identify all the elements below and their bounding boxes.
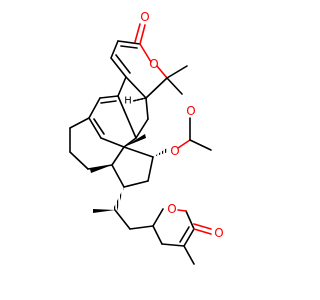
hash-acetate <box>153 148 168 157</box>
bond-cp4 <box>123 146 154 158</box>
bond-pyr-5 <box>185 210 195 230</box>
bond-pyr-methyl <box>183 245 195 265</box>
bond-pyr-4-double <box>179 226 190 243</box>
lactone-ring <box>110 23 188 99</box>
dihydropyranone-ring <box>152 208 212 265</box>
stereo-h-label-top: H <box>124 96 132 107</box>
cyclopentane-ring <box>90 134 154 188</box>
bond-ring-b3 <box>123 109 137 139</box>
bond-pyr-1 <box>152 208 164 227</box>
bond-ring-c5 <box>111 146 125 166</box>
bond-ring-a1-double <box>100 100 117 104</box>
ring-oxygen-label: O <box>149 57 158 71</box>
molecule-structure: O O H <box>69 10 224 265</box>
bond-o-acetyl <box>177 139 191 149</box>
bond-pyr-4 <box>183 228 195 247</box>
bond-ch-co <box>117 40 141 45</box>
bond-alkene-ch-double <box>115 54 131 74</box>
bond-ch-ch-lactone <box>110 40 119 59</box>
bond-cme2-ch <box>145 77 168 99</box>
wedge-methyl-cp-top <box>124 134 146 147</box>
wedge-methyl-cp-left <box>90 165 112 173</box>
wedge-side-methyl <box>93 209 115 213</box>
bond-carbonyl-2 <box>134 23 141 43</box>
bond-acetyl-c <box>189 139 212 151</box>
bond-ch-c-alkene <box>125 76 147 99</box>
bond-pyr-2 <box>152 225 163 245</box>
bond-ring-b2 <box>135 118 149 139</box>
bond-ring-b5 <box>123 137 137 148</box>
acetate-group <box>153 117 212 157</box>
bond-ring-a3 <box>88 117 102 139</box>
bond-pyr-o-ring <box>177 209 187 212</box>
bond-alkene-ch <box>110 57 127 78</box>
bond-ring-a4 <box>117 95 125 111</box>
bond-pyr-carbonyl-2 <box>193 223 212 230</box>
bond-cp2 <box>123 180 149 188</box>
bond-methyl-b <box>166 77 183 95</box>
bond-ring-c4 <box>87 164 113 170</box>
bond-ring-b4 <box>100 137 125 148</box>
hash-side-chain <box>113 187 124 211</box>
pyranone-ring-oxygen-label: O <box>167 202 176 216</box>
pyranone-carbonyl-oxygen-label: O <box>214 226 223 240</box>
bond-methyl-a <box>166 65 188 79</box>
bond-cp1 <box>111 164 125 188</box>
bond-pyr-3 <box>161 243 185 247</box>
bond-ring-b1 <box>145 97 149 120</box>
bond-ch-co-double <box>120 45 138 49</box>
carbonyl-oxygen-label: O <box>140 10 149 24</box>
bond-cp3 <box>147 156 154 182</box>
bond-h-top <box>132 97 147 102</box>
bond-co-ring <box>139 43 152 63</box>
acetate-ester-oxygen-label: O <box>170 144 179 158</box>
bond-ring-a2 <box>88 97 101 119</box>
bond-carbonyl-1 <box>139 24 146 45</box>
bond-side-1 <box>114 209 131 230</box>
fused-core <box>69 76 149 170</box>
bond-ring-a3-double <box>93 118 105 135</box>
bond-c-alkene-down <box>117 76 127 97</box>
bond-side-2 <box>129 225 154 230</box>
bond-pyr-carbonyl-1 <box>193 228 212 235</box>
bond-ring-c3 <box>69 151 89 170</box>
bond-ring-a1 <box>99 95 119 99</box>
acetate-carbonyl-oxygen-label: O <box>186 104 195 118</box>
bond-ring-c1 <box>69 117 90 129</box>
side-chain <box>93 187 154 230</box>
bond-o-cme2 <box>156 65 168 79</box>
